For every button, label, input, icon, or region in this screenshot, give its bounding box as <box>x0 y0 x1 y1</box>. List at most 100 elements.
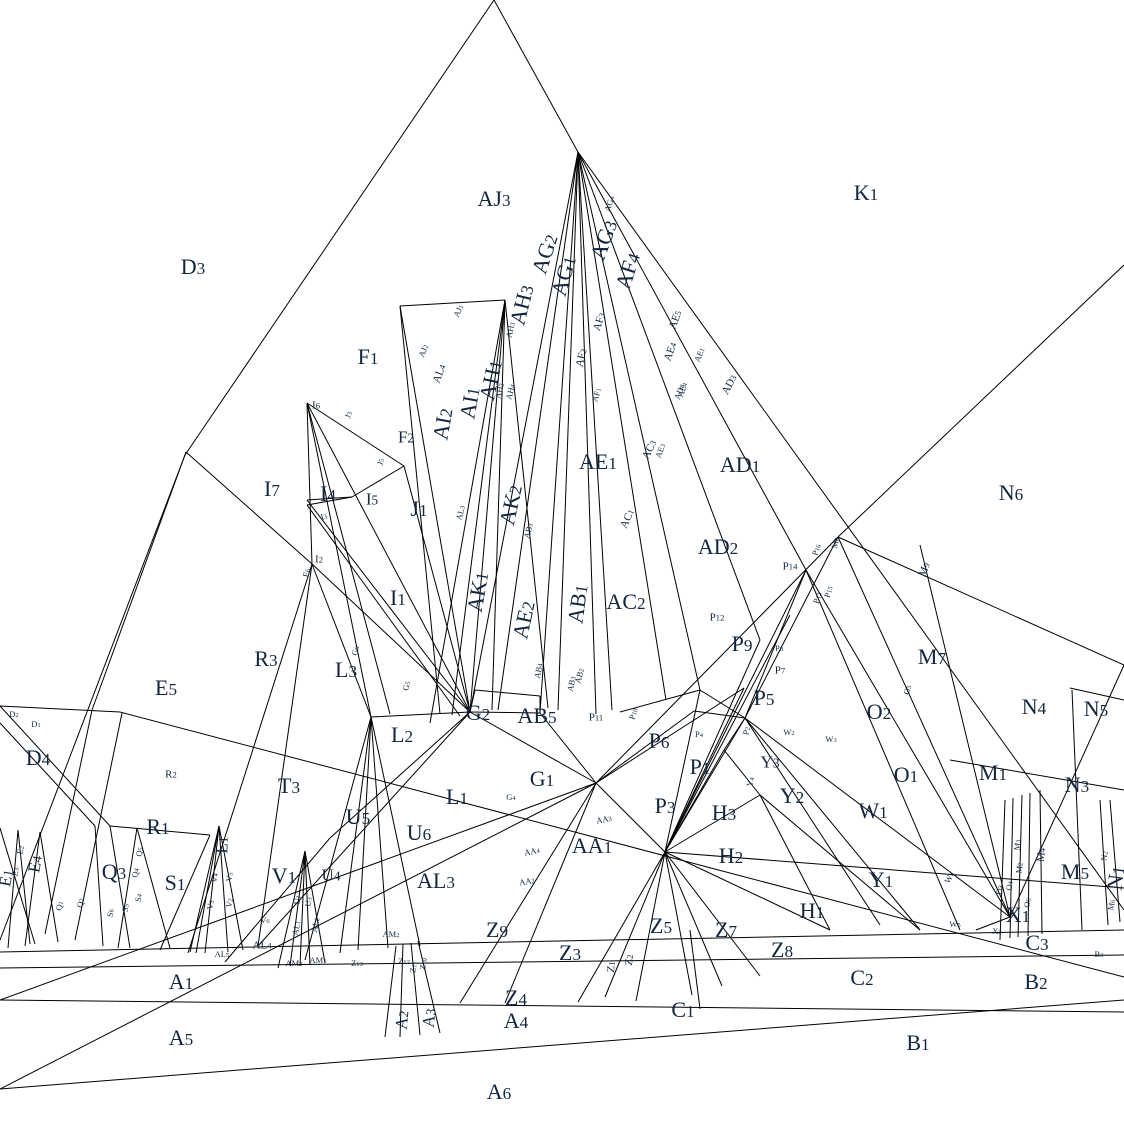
region-label-s6: S6 <box>104 908 116 918</box>
boundary-line <box>578 852 665 1002</box>
boundary-line <box>404 466 470 712</box>
region-label-u5: U5 <box>345 804 371 829</box>
region-label-p12: P12 <box>709 611 725 624</box>
boundary-line <box>745 718 1010 917</box>
boundary-line <box>25 832 40 946</box>
boundary-line <box>40 832 58 942</box>
boundary-line <box>371 717 420 946</box>
boundary-line <box>0 955 1124 968</box>
region-label-b1: B1 <box>906 1030 930 1055</box>
region-label-w2: W2 <box>783 727 795 738</box>
boundary-line <box>45 710 92 934</box>
region-label-q5: Q5 <box>133 846 145 858</box>
region-label-z13: Z13 <box>351 958 363 969</box>
region-label-a1: A1 <box>168 969 194 994</box>
boundary-line <box>258 564 312 946</box>
boundary-line <box>494 0 578 152</box>
region-label-p1: P1 <box>689 754 711 779</box>
boundary-line <box>665 852 830 930</box>
region-label-ae1: AE1 <box>579 449 617 474</box>
boundary-line <box>371 717 388 948</box>
region-label-p8: P8 <box>774 643 784 654</box>
region-label-m6: M6 <box>1105 899 1118 912</box>
region-label-z9: Z9 <box>485 917 509 942</box>
region-label-u3: U3 <box>302 897 314 908</box>
boundary-line <box>0 783 596 1089</box>
boundary-line <box>745 570 806 718</box>
region-label-z10: Z10 <box>417 957 430 971</box>
boundary-line <box>400 300 505 306</box>
boundary-line <box>430 300 505 723</box>
region-label-m1: M1 <box>978 760 1008 785</box>
boundary-line <box>371 712 470 717</box>
boundary-line <box>0 706 120 712</box>
region-label-f2: F2 <box>397 427 415 447</box>
region-label-am2: AM2 <box>382 929 400 940</box>
region-label-e2: E2 <box>14 845 26 855</box>
region-label-w5: W5 <box>949 919 961 930</box>
region-label-t3: T3 <box>277 773 301 798</box>
boundary-line <box>0 1000 1124 1089</box>
region-label-z4: Z4 <box>504 985 528 1010</box>
region-label-h2: H2 <box>718 843 744 868</box>
region-label-z12: Z12 <box>398 956 410 967</box>
boundary-line <box>492 300 505 710</box>
boundary-line <box>578 152 760 640</box>
region-label-a6: A6 <box>486 1079 512 1104</box>
region-label-n1: N1 <box>1101 864 1124 892</box>
boundary-line <box>0 455 185 940</box>
region-label-d3: D3 <box>180 254 206 279</box>
region-label-p11: P11 <box>588 711 604 724</box>
region-label-x1: X1 <box>1005 902 1031 927</box>
boundary-line <box>806 570 960 930</box>
boundary-line <box>1028 793 1030 936</box>
region-label-b2: B2 <box>1024 969 1048 994</box>
region-label-al3: AL3 <box>417 868 455 893</box>
boundary-line <box>0 723 95 826</box>
region-label-a2: A2 <box>391 1009 412 1031</box>
region-label-e3: E3 <box>9 867 21 877</box>
region-label-i7: I7 <box>264 476 280 501</box>
boundary-line <box>452 300 505 715</box>
region-label-s5: S5 <box>119 903 131 913</box>
boundary-line <box>75 713 122 940</box>
region-label-h1: H1 <box>799 898 825 923</box>
boundary-line <box>596 688 744 783</box>
boundary-line <box>1100 800 1108 925</box>
region-label-p2: P2 <box>740 726 752 736</box>
boundary-line <box>475 690 540 696</box>
region-label-a3: A3 <box>418 1007 439 1029</box>
region-label-v1: V1 <box>271 863 297 888</box>
boundary-line <box>665 615 790 852</box>
region-label-m3: M3 <box>1011 839 1023 851</box>
boundary-line <box>1000 800 1005 940</box>
boundary-line <box>8 830 18 948</box>
region-label-n4: N4 <box>1021 694 1047 719</box>
boundary-line <box>307 505 460 716</box>
region-label-ad2: AD2 <box>697 534 739 559</box>
region-label-ab5: AB5 <box>517 703 557 728</box>
boundary-line <box>1110 800 1120 922</box>
boundary-line <box>724 718 745 750</box>
boundary-line <box>920 545 1010 917</box>
boundary-line <box>540 152 578 713</box>
region-label-n6: N6 <box>998 480 1024 505</box>
boundary-line <box>690 930 700 1009</box>
boundary-line <box>665 570 806 852</box>
boundary-line <box>470 712 540 713</box>
boundary-line <box>838 537 1124 665</box>
boundary-line <box>578 152 612 710</box>
region-label-q4: Q4 <box>129 867 141 879</box>
boundary-line <box>665 852 692 995</box>
boundary-line <box>636 852 665 1001</box>
boundary-line <box>118 828 137 948</box>
boundary-line <box>665 852 1124 888</box>
region-label-l2: L2 <box>390 722 414 747</box>
boundary-line <box>596 783 665 852</box>
boundary-line <box>806 570 1010 917</box>
boundary-line <box>558 152 578 710</box>
region-label-a4: A4 <box>503 1008 529 1033</box>
region-label-o6: O6 <box>1021 897 1033 909</box>
boundary-line <box>110 826 210 835</box>
boundary-line <box>505 300 548 708</box>
